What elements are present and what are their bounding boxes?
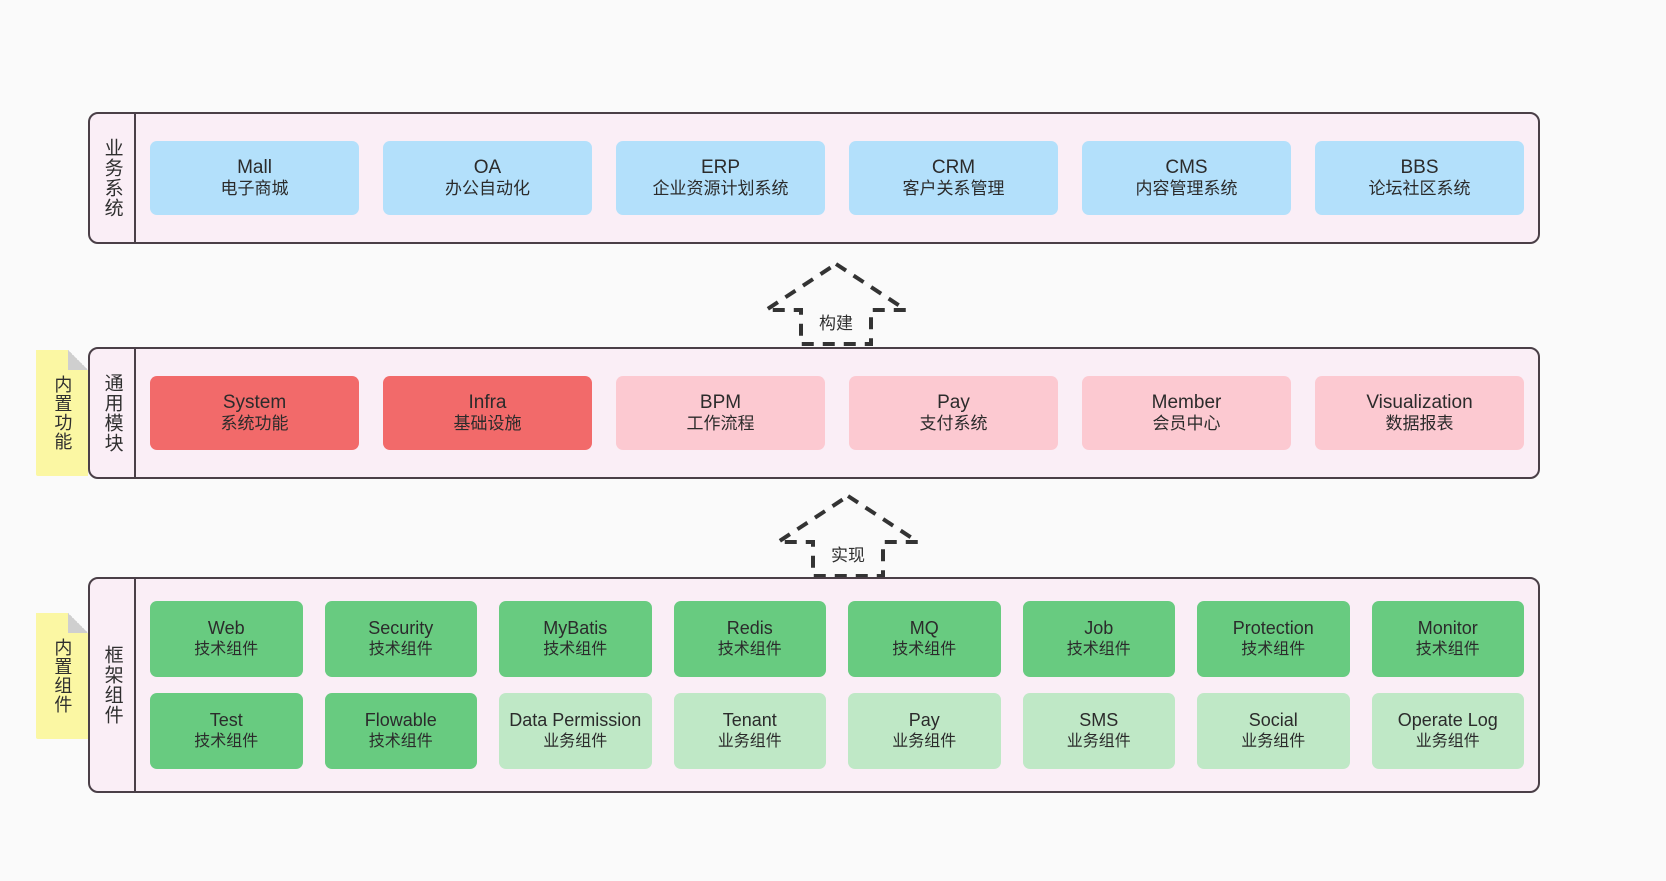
framework-card-pay[interactable]: Pay 业务组件 (848, 693, 1001, 769)
build-arrow-up-icon: 构建 (760, 258, 912, 348)
card-subtitle: 技术组件 (368, 733, 433, 751)
card-title: Job (1084, 618, 1114, 639)
card-subtitle: 技术组件 (1066, 641, 1131, 659)
card-subtitle: 技术组件 (1415, 641, 1480, 659)
framework-component-layer-title: 框架组件 (90, 579, 136, 791)
card-title: ERP (700, 157, 741, 179)
framework-card-protection[interactable]: Protection 技术组件 (1197, 601, 1350, 677)
card-subtitle: 业务组件 (717, 733, 782, 751)
framework-card-security[interactable]: Security 技术组件 (324, 601, 477, 677)
common-module-layer-title: 通用模块 (90, 349, 136, 477)
tag-builtin-component: 内置组件 (36, 613, 88, 739)
card-subtitle: 业务组件 (1066, 733, 1131, 751)
card-title: MyBatis (543, 618, 608, 639)
card-subtitle: 技术组件 (368, 641, 433, 659)
framework-card-flowable[interactable]: Flowable 技术组件 (324, 693, 477, 769)
card-title: Redis (726, 618, 773, 639)
card-title: BBS (1400, 157, 1439, 179)
business-card-mall[interactable]: Mall 电子商城 (150, 141, 359, 215)
card-subtitle: 技术组件 (717, 641, 782, 659)
framework-card-test[interactable]: Test 技术组件 (150, 693, 303, 769)
framework-card-web[interactable]: Web 技术组件 (150, 601, 303, 677)
card-title: BPM (699, 392, 742, 414)
card-title: CMS (1165, 157, 1208, 179)
card-subtitle: 业务组件 (1415, 733, 1480, 751)
card-title: Protection (1232, 618, 1314, 639)
framework-component-layer: 框架组件 Web 技术组件 Security 技术组件 MyBatis 技术组件… (88, 577, 1540, 793)
card-subtitle: 技术组件 (194, 733, 259, 751)
card-subtitle: 企业资源计划系统 (652, 179, 789, 199)
card-title: Social (1248, 710, 1298, 731)
framework-card-monitor[interactable]: Monitor 技术组件 (1371, 601, 1524, 677)
common-module-card-list: System 系统功能 Infra 基础设施 BPM 工作流程 Pay 支付系统… (136, 349, 1538, 477)
module-card-visualization[interactable]: Visualization 数据报表 (1315, 376, 1524, 450)
card-title: Member (1151, 392, 1222, 414)
framework-component-grid: Web 技术组件 Security 技术组件 MyBatis 技术组件 Redi… (136, 579, 1538, 791)
card-title: Flowable (364, 710, 437, 731)
card-title: Mall (237, 157, 272, 179)
tag-builtin-function: 内置功能 (36, 350, 88, 476)
business-system-layer-title: 业务系统 (90, 114, 136, 242)
card-subtitle: 支付系统 (919, 414, 988, 434)
module-card-infra[interactable]: Infra 基础设施 (383, 376, 592, 450)
implement-arrow-up-icon: 实现 (772, 490, 924, 580)
card-subtitle: 客户关系管理 (902, 179, 1005, 199)
card-subtitle: 内容管理系统 (1135, 179, 1238, 199)
module-card-system[interactable]: System 系统功能 (150, 376, 359, 450)
card-title: Web (207, 618, 245, 639)
business-card-bbs[interactable]: BBS 论坛社区系统 (1315, 141, 1524, 215)
card-subtitle: 电子商城 (220, 179, 289, 199)
card-subtitle: 数据报表 (1385, 414, 1454, 434)
card-title: MQ (909, 618, 939, 639)
framework-card-redis[interactable]: Redis 技术组件 (673, 601, 826, 677)
card-subtitle: 基础设施 (453, 414, 522, 434)
card-title: CRM (931, 157, 976, 179)
card-title: Security (368, 618, 434, 639)
business-card-erp[interactable]: ERP 企业资源计划系统 (616, 141, 825, 215)
module-card-bpm[interactable]: BPM 工作流程 (616, 376, 825, 450)
framework-card-operate-log[interactable]: Operate Log 业务组件 (1371, 693, 1524, 769)
card-title: Visualization (1366, 392, 1473, 414)
card-title: Tenant (722, 710, 777, 731)
card-title: Pay (908, 710, 940, 731)
card-subtitle: 技术组件 (892, 641, 957, 659)
card-subtitle: 技术组件 (194, 641, 259, 659)
card-title: Pay (937, 392, 970, 414)
framework-card-mq[interactable]: MQ 技术组件 (848, 601, 1001, 677)
business-card-crm[interactable]: CRM 客户关系管理 (849, 141, 1058, 215)
business-system-layer: 业务系统 Mall 电子商城 OA 办公自动化 ERP 企业资源计划系统 CRM… (88, 112, 1540, 244)
card-subtitle: 技术组件 (543, 641, 608, 659)
card-title: System (222, 392, 287, 414)
card-subtitle: 业务组件 (1241, 733, 1306, 751)
business-card-cms[interactable]: CMS 内容管理系统 (1082, 141, 1291, 215)
card-title: Test (209, 710, 243, 731)
framework-card-sms[interactable]: SMS 业务组件 (1022, 693, 1175, 769)
card-title: OA (473, 157, 502, 179)
framework-card-job[interactable]: Job 技术组件 (1022, 601, 1175, 677)
framework-card-mybatis[interactable]: MyBatis 技术组件 (499, 601, 652, 677)
business-card-oa[interactable]: OA 办公自动化 (383, 141, 592, 215)
card-subtitle: 系统功能 (220, 414, 289, 434)
card-title: Data Permission (509, 710, 642, 731)
card-subtitle: 工作流程 (686, 414, 755, 434)
card-title: Operate Log (1397, 710, 1498, 731)
framework-card-data-permission[interactable]: Data Permission 业务组件 (499, 693, 652, 769)
card-title: SMS (1079, 710, 1119, 731)
module-card-pay[interactable]: Pay 支付系统 (849, 376, 1058, 450)
card-subtitle: 业务组件 (892, 733, 957, 751)
card-title: Monitor (1417, 618, 1478, 639)
framework-row-technical: Web 技术组件 Security 技术组件 MyBatis 技术组件 Redi… (150, 601, 1524, 677)
card-subtitle: 会员中心 (1152, 414, 1221, 434)
card-subtitle: 办公自动化 (445, 179, 530, 199)
common-module-layer: 通用模块 System 系统功能 Infra 基础设施 BPM 工作流程 Pay… (88, 347, 1540, 479)
framework-row-business: Test 技术组件 Flowable 技术组件 Data Permission … (150, 693, 1524, 769)
card-title: Infra (468, 392, 507, 414)
card-subtitle: 业务组件 (543, 733, 608, 751)
module-card-member[interactable]: Member 会员中心 (1082, 376, 1291, 450)
framework-card-tenant[interactable]: Tenant 业务组件 (673, 693, 826, 769)
card-subtitle: 论坛社区系统 (1368, 179, 1471, 199)
business-system-card-list: Mall 电子商城 OA 办公自动化 ERP 企业资源计划系统 CRM 客户关系… (136, 114, 1538, 242)
framework-card-social[interactable]: Social 业务组件 (1197, 693, 1350, 769)
card-subtitle: 技术组件 (1241, 641, 1306, 659)
